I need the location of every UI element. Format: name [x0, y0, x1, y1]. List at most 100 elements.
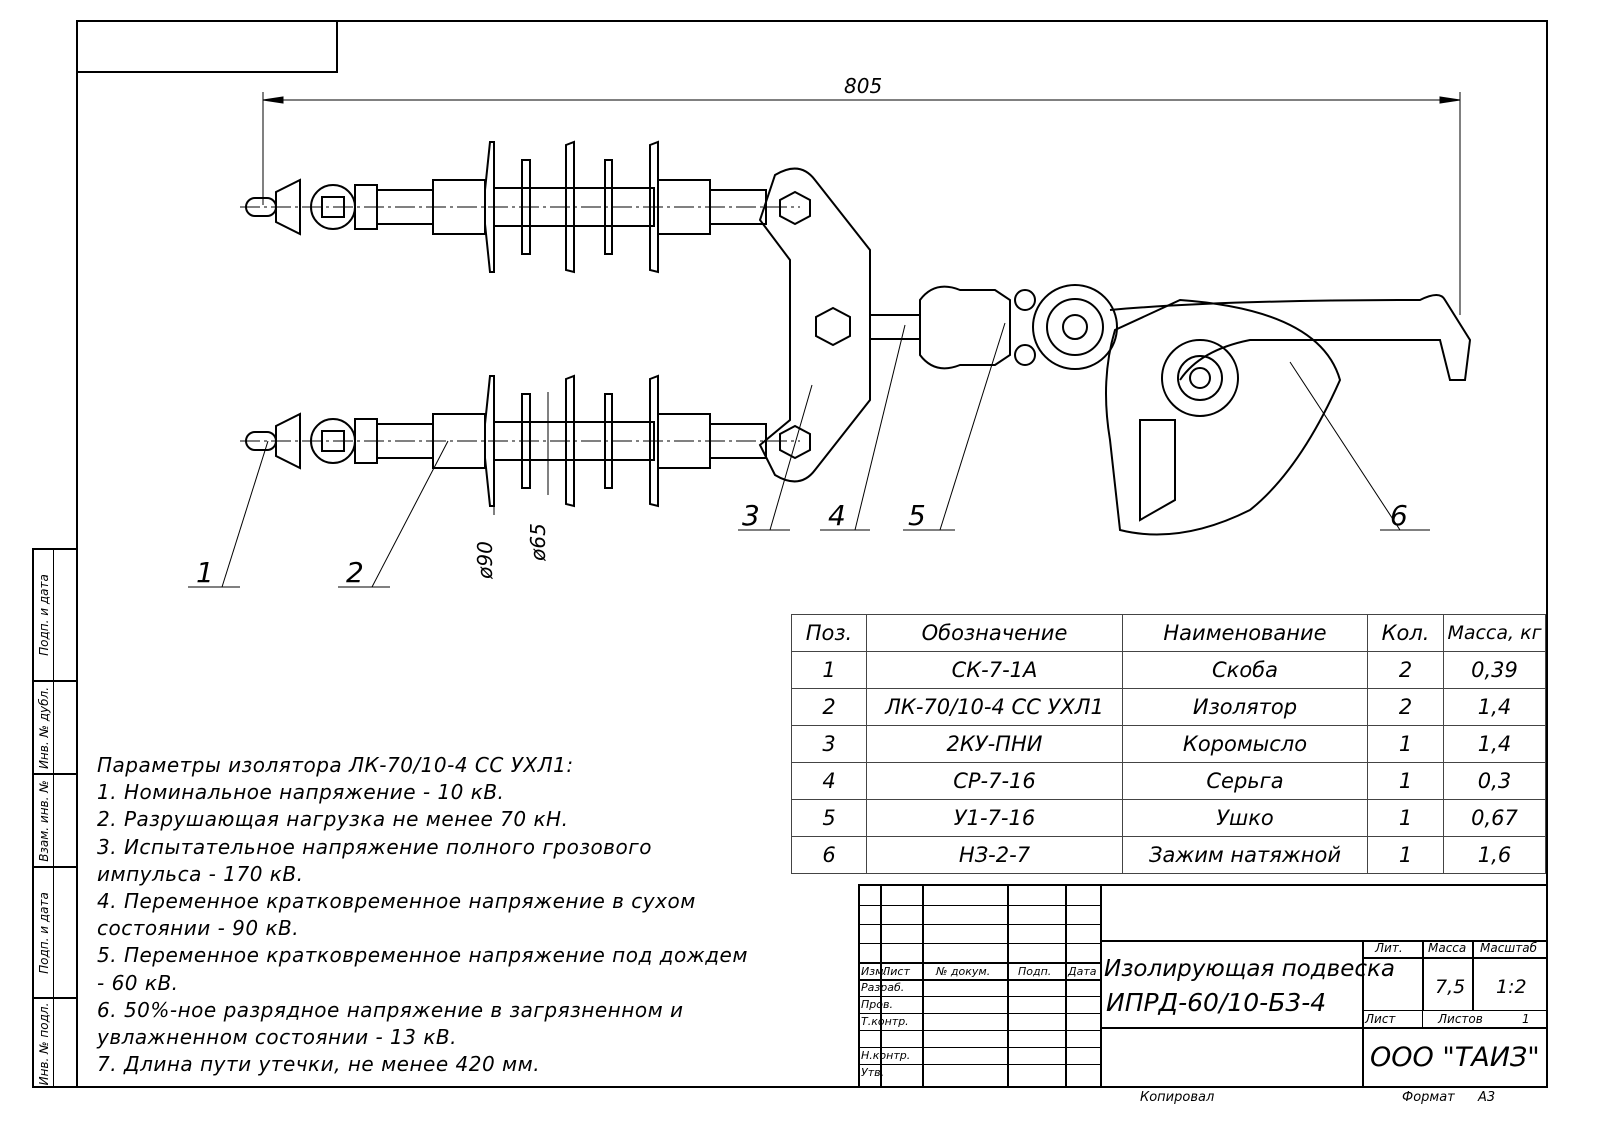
cell: 0,39	[1443, 651, 1546, 689]
callout-1: 1	[196, 556, 214, 589]
header-pos: Поз.	[791, 614, 867, 652]
cell: 6	[791, 836, 867, 874]
cell: СК-7-1А	[866, 651, 1123, 689]
link-and-socket	[869, 284, 1118, 370]
note-line: 5. Переменное кратковременное напряжение…	[97, 943, 748, 968]
note-line: импульса - 170 кВ.	[97, 861, 304, 886]
insulator-top	[240, 140, 800, 274]
lit-label: Лит.	[1375, 941, 1403, 955]
cell: 5	[791, 799, 867, 837]
leader-lines	[188, 322, 1430, 588]
technical-notes: Параметры изолятора ЛК-70/10-4 СС УХЛ1: …	[97, 752, 748, 1078]
side-strip: Подп. и дата Инв. № дубл. Взам. инв. № П…	[32, 548, 78, 1088]
title-block: Изм. Лист № докум. Подп. Дата Разраб. Пр…	[858, 884, 1548, 1088]
cell: НЗ-2-7	[866, 836, 1123, 874]
side-cell: Подп. и дата	[34, 550, 76, 682]
header-qty: Кол.	[1367, 614, 1444, 652]
role-approved: Утв.	[861, 1066, 885, 1079]
cell: 2	[1367, 688, 1444, 726]
side-cell: Взам. инв. №	[34, 775, 76, 868]
note-line: увлажненном состоянии - 13 кВ.	[97, 1025, 458, 1050]
role-developer: Разраб.	[861, 981, 905, 994]
top-stamp-box	[76, 20, 338, 73]
format-value: А3	[1478, 1090, 1496, 1105]
mass-value: 7,5	[1435, 976, 1466, 998]
cell: 1	[1367, 725, 1444, 763]
copied-label: Копировал	[1140, 1090, 1215, 1105]
role-checker: Пров.	[861, 998, 893, 1011]
callout-5: 5	[908, 499, 926, 532]
note-line: 6. 50%-ное разрядное напряжение в загряз…	[97, 997, 684, 1022]
scale-value: 1:2	[1496, 976, 1527, 998]
sheets-value: 1	[1522, 1012, 1530, 1026]
cell: ЛК-70/10-4 СС УХЛ1	[866, 688, 1123, 726]
col-sign: Подп.	[1018, 965, 1052, 978]
cell: 0,3	[1443, 762, 1546, 800]
company-name: ООО "ТАИЗ"	[1370, 1042, 1540, 1073]
cell: СР-7-16	[866, 762, 1123, 800]
scale-label: Масштаб	[1480, 941, 1538, 955]
cell: 0,67	[1443, 799, 1546, 837]
header-name: Наименование	[1122, 614, 1368, 652]
col-date: Дата	[1068, 965, 1097, 978]
side-cell: Инв. № подл.	[34, 999, 76, 1088]
yoke	[758, 167, 871, 483]
callout-4: 4	[828, 499, 846, 532]
dimension-805-label: 805	[844, 74, 883, 98]
drawing-designation: ИПРД-60/10-Б3-4	[1106, 988, 1327, 1017]
callout-3: 3	[742, 499, 760, 532]
note-line: - 60 кВ.	[97, 970, 179, 995]
cell: Изолятор	[1122, 688, 1368, 726]
callout-2: 2	[346, 556, 364, 589]
note-line: 7. Длина пути утечки, не менее 420 мм.	[97, 1052, 541, 1077]
cell: 1,4	[1443, 725, 1546, 763]
cell: У1-7-16	[866, 799, 1123, 837]
side-cell: Инв. № дубл.	[34, 682, 76, 775]
col-list: Лист	[882, 965, 910, 978]
header-designation: Обозначение	[866, 614, 1123, 652]
cell: 1,6	[1443, 836, 1546, 874]
cell: 3	[791, 725, 867, 763]
note-line: Параметры изолятора ЛК-70/10-4 СС УХЛ1:	[97, 753, 574, 777]
role-tech-control: Т.контр.	[861, 1015, 909, 1028]
cell: Коромысло	[1122, 725, 1368, 763]
mass-label: Масса	[1428, 941, 1467, 955]
note-line: состоянии - 90 кВ.	[97, 916, 300, 941]
cell: 1	[1367, 799, 1444, 837]
cell: Ушко	[1122, 799, 1368, 837]
drawing-title: Изолирующая подвеска	[1104, 956, 1395, 982]
insulator-bottom	[239, 375, 801, 507]
diameter-65-label: ø65	[525, 523, 550, 561]
note-line: 1. Номинальное напряжение - 10 кВ.	[97, 780, 505, 805]
note-line: 4. Переменное кратковременное напряжение…	[97, 889, 696, 914]
cell: 4	[791, 762, 867, 800]
cell: Скоба	[1122, 651, 1368, 689]
note-line: 3. Испытательное напряжение полного гроз…	[97, 834, 652, 859]
cell: Зажим натяжной	[1122, 836, 1368, 874]
diameter-90-label: ø90	[472, 541, 497, 579]
cell: 2	[1367, 651, 1444, 689]
tension-clamp	[1105, 294, 1472, 536]
side-cell: Подп. и дата	[34, 868, 76, 999]
dimension-805	[262, 92, 1461, 315]
cell: 1,4	[1443, 688, 1546, 726]
cell: Серьга	[1122, 762, 1368, 800]
col-doc: № докум.	[936, 965, 991, 978]
format-label: Формат	[1402, 1090, 1455, 1105]
note-line: 2. Разрушающая нагрузка не менее 70 кН.	[97, 807, 569, 832]
callout-6: 6	[1390, 499, 1408, 532]
cell: 1	[791, 651, 867, 689]
cell: 2КУ-ПНИ	[866, 725, 1123, 763]
sheets-label: Листов	[1438, 1012, 1483, 1026]
sheet-label: Лист	[1365, 1012, 1396, 1026]
cell: 1	[1367, 836, 1444, 874]
diameter-dimensions	[493, 380, 549, 515]
table-header-row: Поз. Обозначение Наименование Кол. Масса…	[791, 614, 1546, 652]
